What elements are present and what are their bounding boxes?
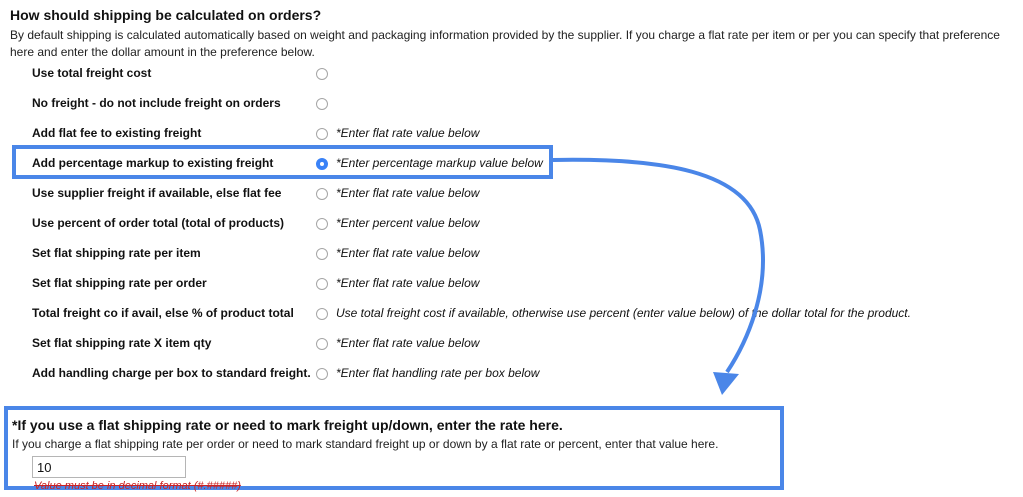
option-label: Use percent of order total (total of pro… [32,216,285,230]
rate-section-highlight [4,406,784,490]
option-radio[interactable] [316,218,328,230]
option-radio[interactable] [316,98,328,110]
option-hint: *Enter flat rate value below [336,246,480,260]
option-label: Add flat fee to existing freight [32,126,202,140]
option-label: Add percentage markup to existing freigh… [32,156,274,170]
option-radio[interactable] [316,368,328,380]
rate-warning: Value must be in decimal format (#.#####… [34,480,241,492]
rate-section-description: If you charge a flat shipping rate per o… [12,437,719,451]
option-label: Add handling charge per box to standard … [32,366,311,380]
rate-section-title: *If you use a flat shipping rate or need… [12,417,563,433]
option-hint: *Enter flat handling rate per box below [336,366,540,380]
option-label: Set flat shipping rate X item qty [32,336,212,350]
option-hint: *Enter flat rate value below [336,276,480,290]
option-label: No freight - do not include freight on o… [32,96,281,110]
option-hint: *Enter flat rate value below [336,186,480,200]
option-label: Set flat shipping rate per item [32,246,201,260]
option-radio[interactable] [316,188,328,200]
option-radio[interactable] [316,338,328,350]
option-radio[interactable] [316,248,328,260]
selected-option-highlight [12,145,553,179]
option-hint: Use total freight cost if available, oth… [336,306,911,320]
option-radio[interactable] [316,278,328,290]
option-hint: *Enter percentage markup value below [336,156,543,170]
option-label: Use supplier freight if available, else … [32,186,282,200]
option-radio[interactable] [316,308,328,320]
option-radio[interactable] [316,68,328,80]
page-title: How should shipping be calculated on ord… [10,7,322,23]
page-description: By default shipping is calculated automa… [10,28,1000,59]
option-hint: *Enter flat rate value below [336,336,480,350]
option-hint: *Enter percent value below [336,216,480,230]
option-radio[interactable] [316,128,328,140]
option-label: Use total freight cost [32,66,152,80]
option-label: Set flat shipping rate per order [32,276,207,290]
option-label: Total freight co if avail, else % of pro… [32,306,294,320]
option-hint: *Enter flat rate value below [336,126,480,140]
option-radio[interactable] [316,158,328,170]
rate-input[interactable] [32,456,186,478]
